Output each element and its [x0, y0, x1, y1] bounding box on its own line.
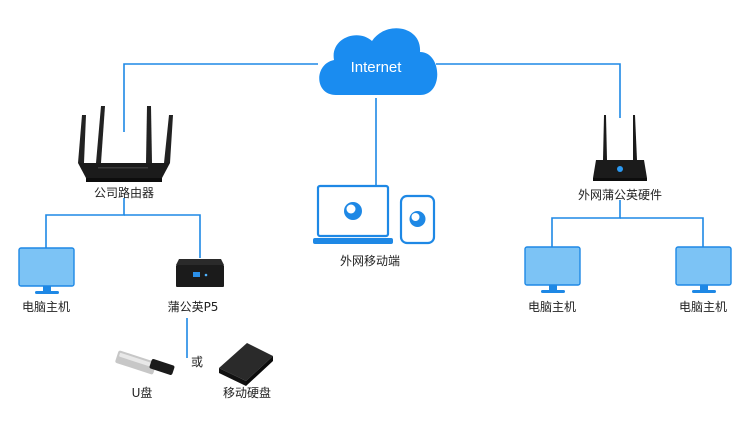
usb-drive-icon	[115, 350, 175, 375]
internet-cloud: Internet	[319, 28, 438, 95]
or-label: 或	[190, 355, 204, 369]
line-router-to-ps	[124, 214, 201, 258]
router-icon	[78, 106, 173, 182]
mobile-label: 外网移动端	[339, 254, 401, 268]
laptop-icon	[313, 184, 393, 244]
monitor-icon	[675, 246, 732, 293]
connection-lines	[45, 63, 704, 358]
hdd-label: 移动硬盘	[222, 386, 272, 400]
hard-drive-icon	[219, 343, 273, 386]
pc-right-1-label: 电脑主机	[527, 300, 577, 314]
router-icon	[593, 115, 647, 181]
pc-left-label: 电脑主机	[21, 300, 71, 314]
line-company-router-branch	[45, 198, 125, 248]
pc-right-2-label: 电脑主机	[678, 300, 728, 314]
line-cloud-to-external-router	[436, 63, 621, 118]
line-external-to-pc2	[620, 217, 704, 247]
line-cloud-to-company-router	[123, 63, 318, 132]
monitor-icon	[18, 247, 75, 294]
line-external-router-branch	[551, 200, 621, 247]
cloud-label: Internet	[351, 59, 403, 76]
ps-label: 蒲公英P5	[167, 300, 219, 314]
box-device-icon	[176, 259, 224, 287]
usb-label: U盘	[131, 386, 153, 400]
phone-icon	[399, 194, 436, 245]
external-router-label: 外网蒲公英硬件	[577, 188, 663, 202]
company-router-label: 公司路由器	[93, 186, 155, 200]
monitor-icon	[524, 246, 581, 293]
